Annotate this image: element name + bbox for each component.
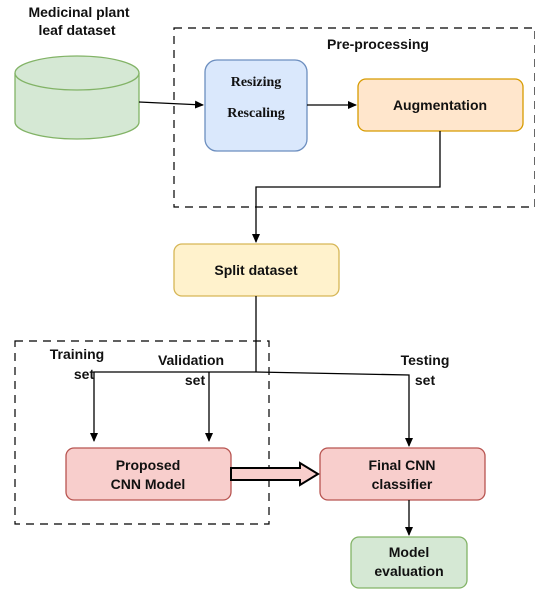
dataset-cylinder [14, 55, 140, 140]
validation-set-label-line1: Validation [158, 352, 224, 368]
validation-set-label-line2: set [185, 372, 206, 388]
model-evaluation-label-line2: evaluation [374, 563, 443, 579]
resize-label: Resizing [231, 75, 282, 90]
split-dataset-label: Split dataset [214, 262, 298, 278]
dataset-title-line2: leaf dataset [38, 22, 115, 38]
training-set-label-line2: set [74, 366, 95, 382]
final-cnn-label-line1: Final CNN [369, 457, 436, 473]
testing-set-label-line2: set [415, 372, 436, 388]
model-evaluation-label-line1: Model [389, 544, 429, 560]
preprocessing-boundary [173, 27, 535, 208]
testing-set-label-line1: Testing [401, 352, 450, 368]
training-boundary [14, 340, 270, 525]
training-set-label-line1: Training [50, 346, 104, 362]
preprocessing-title: Pre-processing [327, 36, 429, 52]
dataset-title-line1: Medicinal plant [28, 4, 129, 20]
edge-proposed-to-final-hollow-arrow [230, 461, 320, 487]
proposed-cnn-node [65, 447, 232, 501]
final-cnn-node [319, 447, 486, 501]
proposed-cnn-label-line2: CNN Model [111, 476, 186, 492]
proposed-cnn-label-line1: Proposed [116, 457, 181, 473]
final-cnn-label-line2: classifier [372, 476, 433, 492]
augmentation-label: Augmentation [393, 97, 487, 113]
edge-split-to-proposed-training [90, 371, 256, 442]
model-evaluation-node [350, 536, 468, 589]
edge-dataset-to-resize [138, 100, 204, 109]
edge-augmentation-to-split [252, 131, 441, 243]
rescale-label: Rescaling [227, 106, 285, 121]
edge-split-to-final-testing [255, 371, 413, 447]
